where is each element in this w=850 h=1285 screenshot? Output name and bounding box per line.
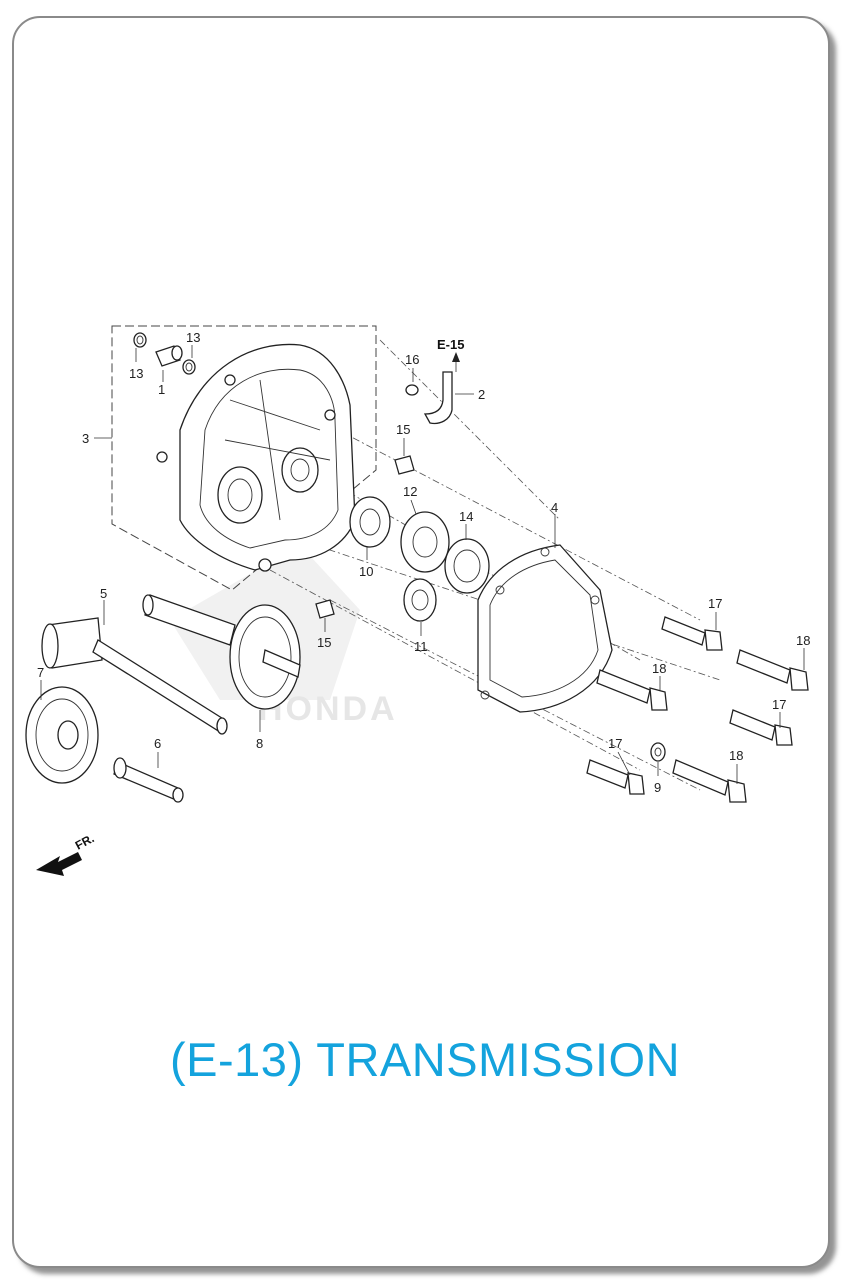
dowel-pin-15-top	[394, 455, 415, 475]
callout-15-bottom: 15	[317, 635, 331, 650]
front-label: FR.	[73, 831, 97, 852]
bolt-17-right	[729, 709, 793, 746]
o-ring-13-right	[182, 359, 196, 375]
countershaft-8	[142, 594, 301, 710]
callout-13-left: 13	[129, 366, 143, 381]
final-shaft-5	[41, 617, 228, 735]
breather-hose-2	[423, 371, 453, 425]
callout-14: 14	[459, 509, 473, 524]
bearing-11	[403, 578, 437, 622]
bearing-10	[349, 496, 391, 548]
bolt-18-middle	[596, 669, 668, 711]
callout-7: 7	[37, 665, 44, 680]
front-direction-arrow: FR.	[36, 831, 96, 876]
page-title: (E-13) TRANSMISSION	[169, 1033, 681, 1086]
callout-18-top: 18	[796, 633, 810, 648]
callout-1: 1	[158, 382, 165, 397]
callout-11: 11	[414, 639, 428, 654]
clip-16	[405, 384, 419, 396]
dowel-pin-1	[155, 345, 183, 367]
callout-10: 10	[359, 564, 373, 579]
washer-9	[650, 742, 666, 762]
bolt-17-top	[661, 616, 723, 651]
drive-gear-6	[113, 757, 184, 803]
callout-18-middle: 18	[652, 661, 666, 676]
reference-e15: E-15	[437, 337, 464, 352]
callout-9: 9	[654, 780, 661, 795]
callout-labels: 1 2 3 4 5 6 7 8 9 10 11 12 13 13 14 15 1…	[37, 330, 810, 795]
o-ring-13-left	[133, 332, 147, 348]
leader-lines	[40, 345, 805, 784]
reference-arrow-head	[452, 352, 460, 362]
callout-17-right: 17	[772, 697, 786, 712]
callout-15-top: 15	[396, 422, 410, 437]
callout-6: 6	[154, 736, 161, 751]
callout-18-bottom: 18	[729, 748, 743, 763]
gasket-4	[477, 544, 613, 713]
bolt-18-bottom	[672, 759, 747, 803]
callout-17-bottom: 17	[608, 736, 622, 751]
bearing-12	[400, 511, 450, 573]
transmission-cover	[156, 343, 356, 572]
gear-7	[25, 686, 99, 784]
bolt-18-top	[736, 649, 809, 691]
oil-seal-14	[444, 538, 490, 594]
callout-17-top: 17	[708, 596, 722, 611]
callout-3: 3	[82, 431, 89, 446]
bolt-17-bottom	[586, 759, 645, 795]
callout-2: 2	[478, 387, 485, 402]
callout-5: 5	[100, 586, 107, 601]
dowel-pin-15-bottom	[315, 599, 335, 619]
callout-4: 4	[551, 500, 558, 515]
callout-8: 8	[256, 736, 263, 751]
callout-13-right: 13	[186, 330, 200, 345]
callout-16: 16	[405, 352, 419, 367]
callout-12: 12	[403, 484, 417, 499]
